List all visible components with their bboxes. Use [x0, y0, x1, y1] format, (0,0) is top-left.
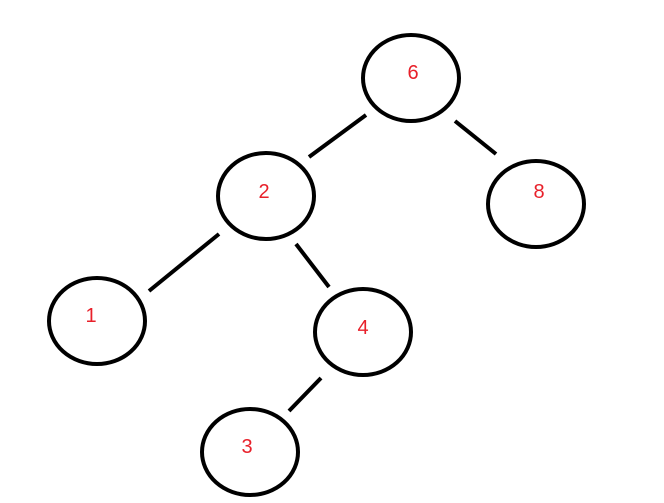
tree-node-4: 4: [313, 287, 413, 377]
tree-node-1: 1: [47, 276, 147, 366]
tree-node-6: 6: [361, 33, 461, 123]
tree-edges: [147, 113, 498, 413]
tree-node-2: 2: [216, 151, 316, 241]
node-circle: [47, 276, 147, 366]
tree-node-8: 8: [486, 159, 586, 249]
edge-4-3: [287, 376, 323, 413]
node-label: 8: [533, 181, 544, 203]
node-label: 3: [241, 436, 252, 458]
tree-node-3: 3: [200, 407, 300, 497]
node-label: 4: [357, 317, 368, 339]
node-circle: [313, 287, 413, 377]
node-label: 2: [258, 181, 269, 203]
node-label: 1: [85, 305, 96, 327]
edge-6-8: [453, 119, 498, 156]
node-circle: [361, 33, 461, 123]
node-circle: [200, 407, 300, 497]
edge-6-2: [307, 113, 368, 159]
edge-2-1: [147, 232, 221, 293]
node-circle: [486, 159, 586, 249]
node-label: 6: [407, 62, 418, 84]
edge-2-4: [294, 242, 331, 289]
node-circle: [216, 151, 316, 241]
